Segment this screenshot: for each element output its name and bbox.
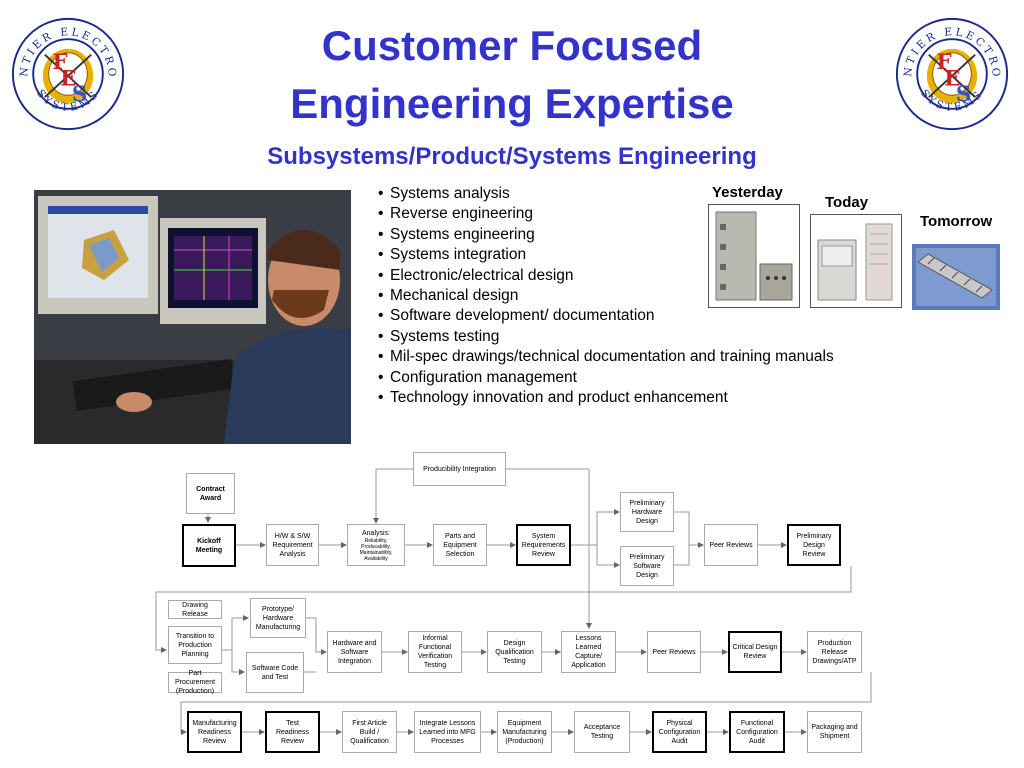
- engineer-workstation-photo: [34, 190, 351, 444]
- box-integrate-lessons-learned: Integrate Lessons Learned into MFG Proce…: [414, 711, 481, 753]
- list-item: Systems integration: [378, 245, 834, 266]
- box-hw-sw-integration: Hardware and Software Integration: [327, 631, 382, 673]
- box-critical-design-review: Critical Design Review: [728, 631, 782, 673]
- list-item: Technology innovation and product enhanc…: [378, 388, 834, 409]
- svg-text:S: S: [72, 82, 87, 107]
- box-software-code-test: Software Code and Test: [246, 652, 304, 693]
- box-first-article-build: First Article Build / Qualification: [342, 711, 397, 753]
- analysis-subtitle: Reliability, Producability, Maintainabil…: [359, 537, 393, 562]
- list-item: Software development/ documentation: [378, 306, 834, 327]
- box-transition-production-planning: Transition to Production Planning: [168, 626, 222, 664]
- list-item: Systems engineering: [378, 225, 834, 246]
- subtitle: Subsystems/Product/Systems Engineering: [267, 143, 757, 170]
- list-item: Electronic/electrical design: [378, 266, 834, 287]
- list-item: Configuration management: [378, 368, 834, 389]
- product-today-image: [810, 214, 902, 308]
- list-item: Systems analysis: [378, 184, 834, 205]
- box-producibility-integration: Producibility Integration: [413, 452, 506, 486]
- box-acceptance-testing: Acceptance Testing: [574, 711, 630, 753]
- box-informal-verification-testing: Informal Functional Verification Testing: [408, 631, 462, 673]
- svg-text:F: F: [53, 50, 68, 75]
- box-hw-sw-requirement-analysis: H/W & S/W Requirement Analysis: [266, 524, 319, 566]
- box-lessons-learned: Lessons Learned Capture/ Application: [561, 631, 616, 673]
- product-yesterday-image: [708, 204, 800, 308]
- box-test-readiness-review: Test Readiness Review: [265, 711, 320, 753]
- product-tomorrow-image: [912, 244, 1000, 310]
- box-kickoff-meeting: Kickoff Meeting: [182, 524, 236, 567]
- box-analysis: Analysis: Reliability, Producability, Ma…: [347, 524, 405, 566]
- box-preliminary-design-review: Preliminary Design Review: [787, 524, 841, 566]
- box-system-requirements-review: System Requirements Review: [516, 524, 571, 566]
- box-production-release-drawings: Production Release Drawings/ATP: [807, 631, 862, 673]
- box-contract-award: Contract Award: [186, 473, 235, 514]
- label-today: Today: [825, 194, 869, 211]
- list-item: Reverse engineering: [378, 204, 834, 225]
- box-peer-reviews-1: Peer Reviews: [704, 524, 758, 566]
- box-peer-reviews-2: Peer Reviews: [647, 631, 701, 673]
- box-prototype-hardware-manufacturing: Prototype/ Hardware Manufacturing: [250, 598, 306, 638]
- box-part-procurement: Part Procurement (Production): [168, 670, 222, 695]
- svg-text:F: F: [937, 50, 952, 75]
- box-design-qualification-testing: Design Qualification Testing: [487, 631, 542, 673]
- box-preliminary-software-design: Preliminary Software Design: [620, 546, 674, 586]
- label-tomorrow: Tomorrow: [920, 213, 993, 230]
- analysis-title: Analysis:: [361, 529, 390, 537]
- title-line-2: Engineering Expertise: [290, 80, 734, 127]
- svg-text:S: S: [956, 82, 971, 107]
- box-drawing-release: Drawing Release: [168, 600, 222, 619]
- box-packaging-shipment: Packaging and Shipment: [807, 711, 862, 753]
- capabilities-list: Systems analysis Reverse engineering Sys…: [378, 184, 834, 409]
- box-preliminary-hardware-design: Preliminary Hardware Design: [620, 492, 674, 532]
- list-item: Systems testing: [378, 327, 834, 348]
- box-physical-configuration-audit: Physical Configuration Audit: [652, 711, 707, 753]
- box-equipment-manufacturing: Equipment Manufacturing (Production): [497, 711, 552, 753]
- process-flow-connectors: [155, 468, 872, 735]
- box-functional-configuration-audit: Functional Configuration Audit: [729, 711, 785, 753]
- label-yesterday: Yesterday: [712, 184, 783, 201]
- svg-text:E: E: [60, 67, 76, 92]
- svg-text:E: E: [944, 67, 960, 92]
- box-manufacturing-readiness-review: Manufacturing Readiness Review: [187, 711, 242, 753]
- box-parts-equipment-selection: Parts and Equipment Selection: [433, 524, 487, 566]
- fes-logo-left: FRONTIER ELECTRONIC SYSTEMS F E S: [10, 16, 125, 131]
- list-item: Mechanical design: [378, 286, 834, 307]
- list-item: Mil-spec drawings/technical documentatio…: [378, 347, 834, 368]
- fes-logo-right: FRONTIER ELECTRONIC SYSTEMS F E S: [894, 16, 1009, 131]
- title-line-1: Customer Focused: [321, 22, 703, 69]
